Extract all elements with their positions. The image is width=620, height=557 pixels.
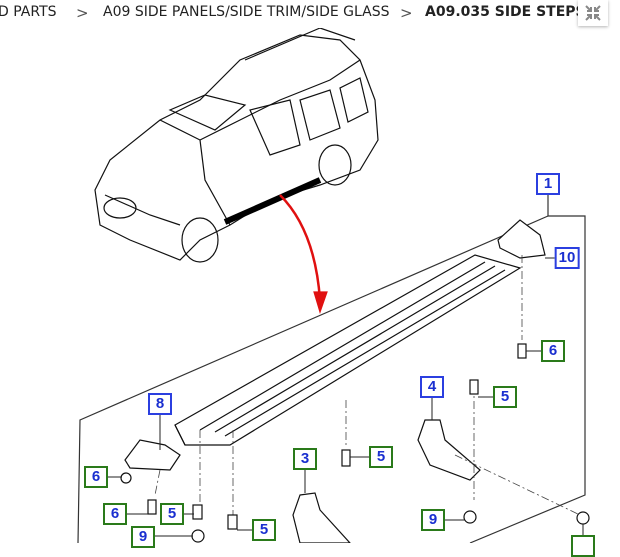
bracket-3 — [292, 492, 351, 543]
collapse-arrows-icon — [585, 5, 601, 21]
breadcrumb: D PARTS > A09 SIDE PANELS/SIDE TRIM/SIDE… — [0, 0, 620, 28]
callout-9[interactable]: 9 — [421, 509, 445, 531]
breadcrumb-separator: > — [76, 4, 89, 22]
arrow-indicator — [279, 194, 322, 301]
end-cap-8 — [124, 439, 181, 471]
collapse-button[interactable] — [578, 0, 608, 26]
callout-8[interactable]: 8 — [148, 393, 172, 415]
callout-5[interactable]: 5 — [252, 519, 276, 541]
breadcrumb-separator: > — [400, 4, 413, 22]
bracket-4 — [417, 419, 481, 481]
callout-partial[interactable] — [571, 535, 595, 557]
side-step-board — [174, 254, 522, 446]
callout-1[interactable]: 1 — [536, 173, 560, 195]
callout-6[interactable]: 6 — [103, 503, 127, 525]
callout-9[interactable]: 9 — [131, 526, 155, 548]
callout-6[interactable]: 6 — [541, 340, 565, 362]
parts-diagram — [77, 27, 590, 543]
end-cap-10 — [497, 219, 546, 259]
breadcrumb-item-side-panels[interactable]: A09 SIDE PANELS/SIDE TRIM/SIDE GLASS — [103, 4, 390, 20]
callout-3[interactable]: 3 — [293, 448, 317, 470]
vehicle-illustration — [94, 27, 379, 263]
callout-6[interactable]: 6 — [84, 466, 108, 488]
callout-4[interactable]: 4 — [420, 376, 444, 398]
callout-5[interactable]: 5 — [369, 446, 393, 468]
breadcrumb-item-parts[interactable]: D PARTS — [0, 4, 57, 20]
callout-5[interactable]: 5 — [160, 503, 184, 525]
callout-10[interactable]: 10 — [554, 247, 580, 269]
callout-5[interactable]: 5 — [493, 386, 517, 408]
breadcrumb-item-side-steps: A09.035 SIDE STEPS — [425, 4, 586, 20]
